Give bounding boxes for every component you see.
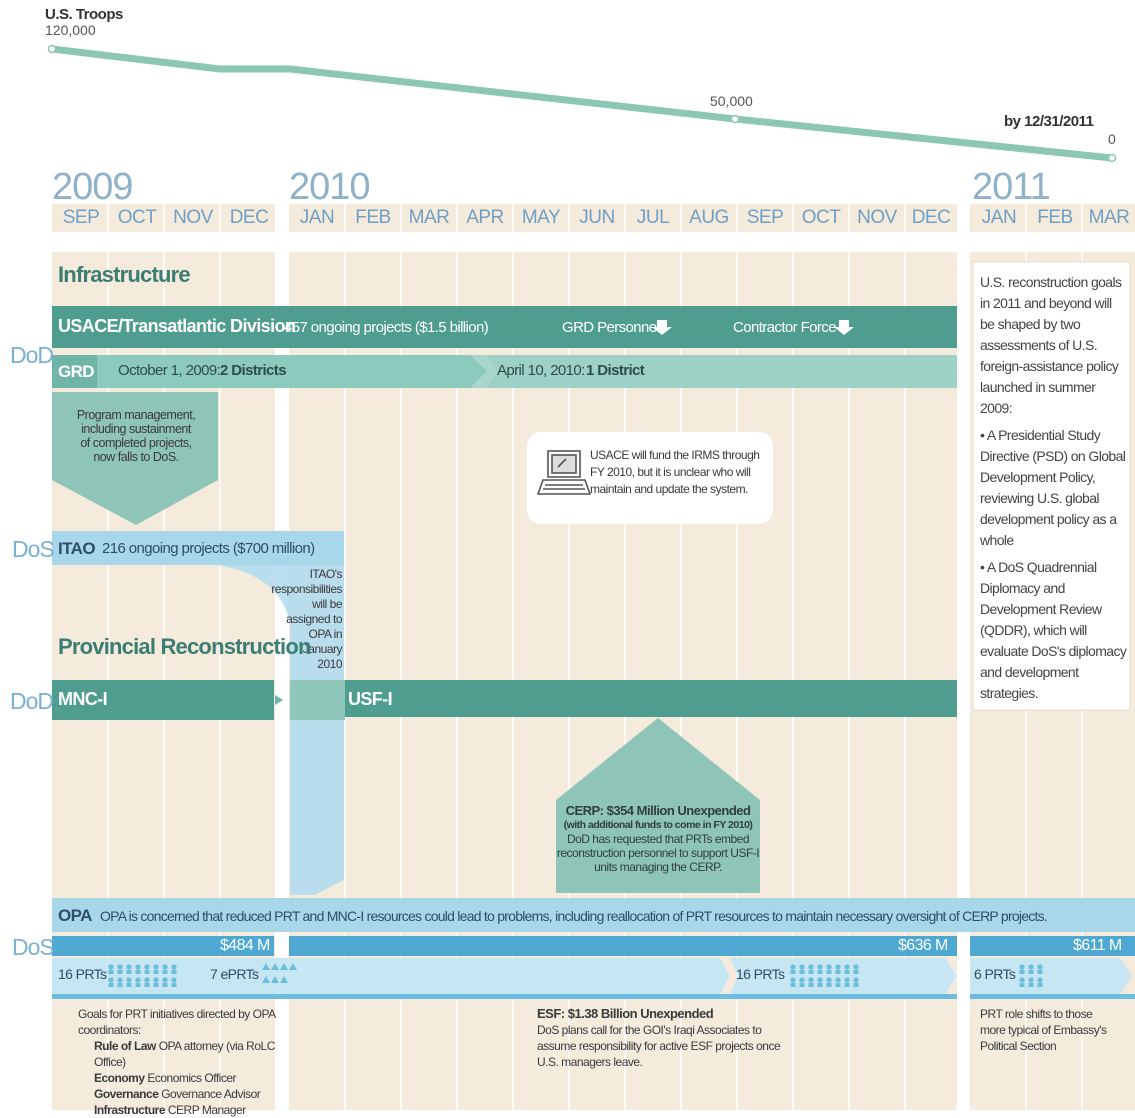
prt-count-3: 6 PRTs [974, 966, 1016, 982]
sidebar-bullet-psd: • A Presidential Study Directive (PSD) o… [980, 427, 1126, 548]
opa-text: OPA is concerned that reduced PRT and MN… [100, 908, 1048, 924]
goal-item: Economy Economics Officer [94, 1071, 237, 1085]
usace-name: USACE/Transatlantic Division [58, 316, 296, 336]
sidebar-bullet-qddr: • A DoS Quadrennial Diplomacy and Develo… [980, 559, 1127, 701]
sidebar-text: U.S. reconstruction goals in 2011 and be… [980, 272, 1128, 710]
irms-note: USACE will fund the IRMS through FY 2010… [590, 448, 760, 496]
opa-bar [52, 898, 1135, 932]
grd-phase2-date: April 10, 2010: [497, 362, 585, 379]
fund-bar-2011 [970, 936, 1135, 956]
itao-note: ITAO's responsibilities will be assigned… [271, 567, 342, 671]
troop-point-mid [730, 114, 740, 124]
itao-name: ITAO [58, 539, 96, 558]
esf-note: ESF: $1.38 Billion Unexpended DoS plans … [537, 1006, 781, 1069]
month-label: JAN [299, 207, 335, 228]
sidebar-box [972, 261, 1131, 711]
month-label: MAY [521, 207, 561, 228]
agency-dos-itao: DoS [12, 536, 55, 562]
month-label: DEC [229, 207, 269, 228]
irms-callout [527, 432, 773, 524]
contractor-force: Contractor Force [733, 319, 837, 336]
troop-level-line [51, 45, 1113, 162]
laptop-icon [536, 450, 592, 495]
month-label: APR [466, 207, 504, 228]
provincial-title: Provincial Reconstruction [58, 634, 311, 659]
usfi-label: USF-I [348, 689, 393, 709]
mnci-label: MNC-I [58, 689, 108, 709]
grd-phase2-bar [487, 355, 957, 388]
troop-point-end [1107, 153, 1117, 163]
program-note: Program management, including sustainmen… [76, 408, 196, 464]
month-label: NOV [857, 207, 897, 228]
goal-item: Rule of Law OPA attorney (via RoLC Offic… [94, 1039, 275, 1069]
grd-phase1-value: 2 Districts [220, 362, 287, 379]
month-label: JUN [579, 207, 615, 228]
arrow-down-icons [652, 320, 854, 335]
month-label: DEC [911, 207, 951, 228]
goals-note: Goals for PRT initiatives directed by OP… [78, 1006, 278, 1118]
agency-dos-opa: DoS [12, 934, 55, 960]
cerp-shape [556, 718, 760, 893]
prt-icons-16a [108, 964, 177, 987]
itao-bar [52, 531, 344, 565]
prt-arrow-1 [52, 958, 730, 994]
year-2009: 2009 [52, 166, 134, 208]
troops-start-label: 120,000 [45, 22, 96, 38]
prt-arrow-2 [730, 958, 957, 994]
prt-icons-6 [1019, 964, 1043, 987]
agency-dod-infra: DoD [10, 342, 54, 368]
troop-point-start [47, 44, 57, 54]
month-label: MAR [1088, 207, 1130, 228]
fund-2010: $636 M [898, 937, 948, 954]
goal-item: Governance Governance Advisor [94, 1087, 261, 1101]
month-label: MAR [408, 207, 450, 228]
month-label: AUG [689, 207, 729, 228]
eprt-count: 7 ePRTs [210, 966, 259, 982]
month-label: OCT [801, 207, 841, 228]
eprt-icons [262, 963, 297, 983]
infrastructure-title: Infrastructure [58, 262, 191, 287]
month-label: SEP [62, 207, 100, 228]
grd-phase1-arrow [97, 355, 487, 388]
grd-phase2-value: 1 District [586, 362, 645, 379]
prt-arrow-3 [970, 958, 1132, 994]
prt-role-note: PRT role shifts to those more typical of… [980, 1007, 1107, 1053]
month-label: FEB [1037, 207, 1073, 228]
grd-personnel: GRD Personnel [562, 319, 660, 336]
troops-end-label: 0 [1108, 131, 1116, 147]
month-label: JUL [636, 207, 670, 228]
month-label: NOV [173, 207, 213, 228]
agency-dod-prov: DoD [10, 688, 54, 714]
month-label: FEB [355, 207, 391, 228]
usace-projects: 457 ongoing projects ($1.5 billion) [284, 319, 489, 336]
troops-end-date-label: by 12/31/2011 [1004, 113, 1094, 130]
usace-bar [52, 306, 957, 348]
opa-name: OPA [58, 906, 92, 925]
year-2010: 2010 [289, 166, 371, 208]
goal-item: Infrastructure CERP Manager [94, 1103, 246, 1117]
grd-phase1-date: October 1, 2009: [118, 362, 221, 379]
prt-count-1: 16 PRTs [58, 966, 107, 982]
fund-bar-2009 [52, 936, 274, 956]
fund-bar-2010 [289, 936, 957, 956]
usfi-bar [345, 680, 957, 717]
troops-title: U.S. Troops [45, 6, 123, 23]
cerp-note: CERP: $354 Million Unexpended (with addi… [556, 803, 760, 875]
prt-count-2: 16 PRTs [736, 966, 785, 982]
troops-mid-label: 50,000 [710, 93, 753, 109]
fund-2011: $611 M [1073, 937, 1122, 954]
month-label: JAN [981, 207, 1017, 228]
prt-icons-16b [790, 964, 859, 987]
year-2011: 2011 [972, 166, 1051, 208]
grd-name: GRD [58, 362, 95, 381]
month-label: SEP [746, 207, 784, 228]
fund-2009: $484 M [220, 937, 270, 954]
month-label: OCT [117, 207, 157, 228]
itao-projects: 216 ongoing projects ($700 million) [102, 540, 315, 557]
sidebar-intro: U.S. reconstruction goals in 2011 and be… [980, 274, 1122, 416]
mnci-bar [52, 680, 274, 720]
program-note-shape [52, 392, 218, 525]
itao-flow [215, 565, 344, 895]
